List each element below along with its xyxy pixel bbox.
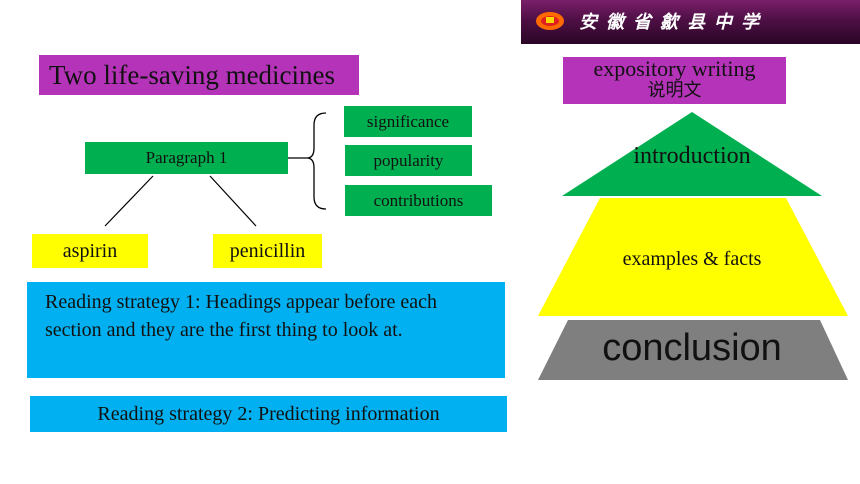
page-title: Two life-saving medicines: [39, 55, 359, 95]
brace-item-contributions: contributions: [345, 185, 492, 216]
pyramid-header: expository writing 说明文: [563, 57, 786, 104]
school-banner: 安徽省歙县中学: [521, 0, 860, 44]
school-logo-icon: [536, 12, 564, 30]
pyramid-label-introduction: introduction: [633, 143, 751, 169]
paragraph-box: Paragraph 1: [85, 142, 288, 174]
curly-brace-icon: [306, 112, 327, 210]
reading-strategy-1: Reading strategy 1: Headings appear befo…: [27, 282, 505, 378]
pyramid-level-conclusion: [538, 320, 848, 380]
school-name: 安徽省歙县中学: [579, 12, 768, 33]
brace-item-significance: significance: [344, 106, 472, 137]
pyramid-level-examples: [538, 198, 848, 316]
pyramid-label-examples: examples & facts: [622, 248, 762, 270]
pyramid-label-conclusion: conclusion: [602, 327, 782, 369]
brace-item-popularity: popularity: [345, 145, 472, 176]
pyramid-level-introduction: [562, 112, 822, 196]
pyramid-header-zh: 说明文: [647, 80, 702, 101]
pyramid-header-en: expository writing: [593, 56, 756, 81]
connector-line-penicillin: [209, 175, 257, 227]
example-aspirin: aspirin: [32, 234, 148, 268]
reading-strategy-2: Reading strategy 2: Predicting informati…: [30, 396, 507, 432]
example-penicillin: penicillin: [213, 234, 322, 268]
connector-line-aspirin: [104, 175, 154, 227]
